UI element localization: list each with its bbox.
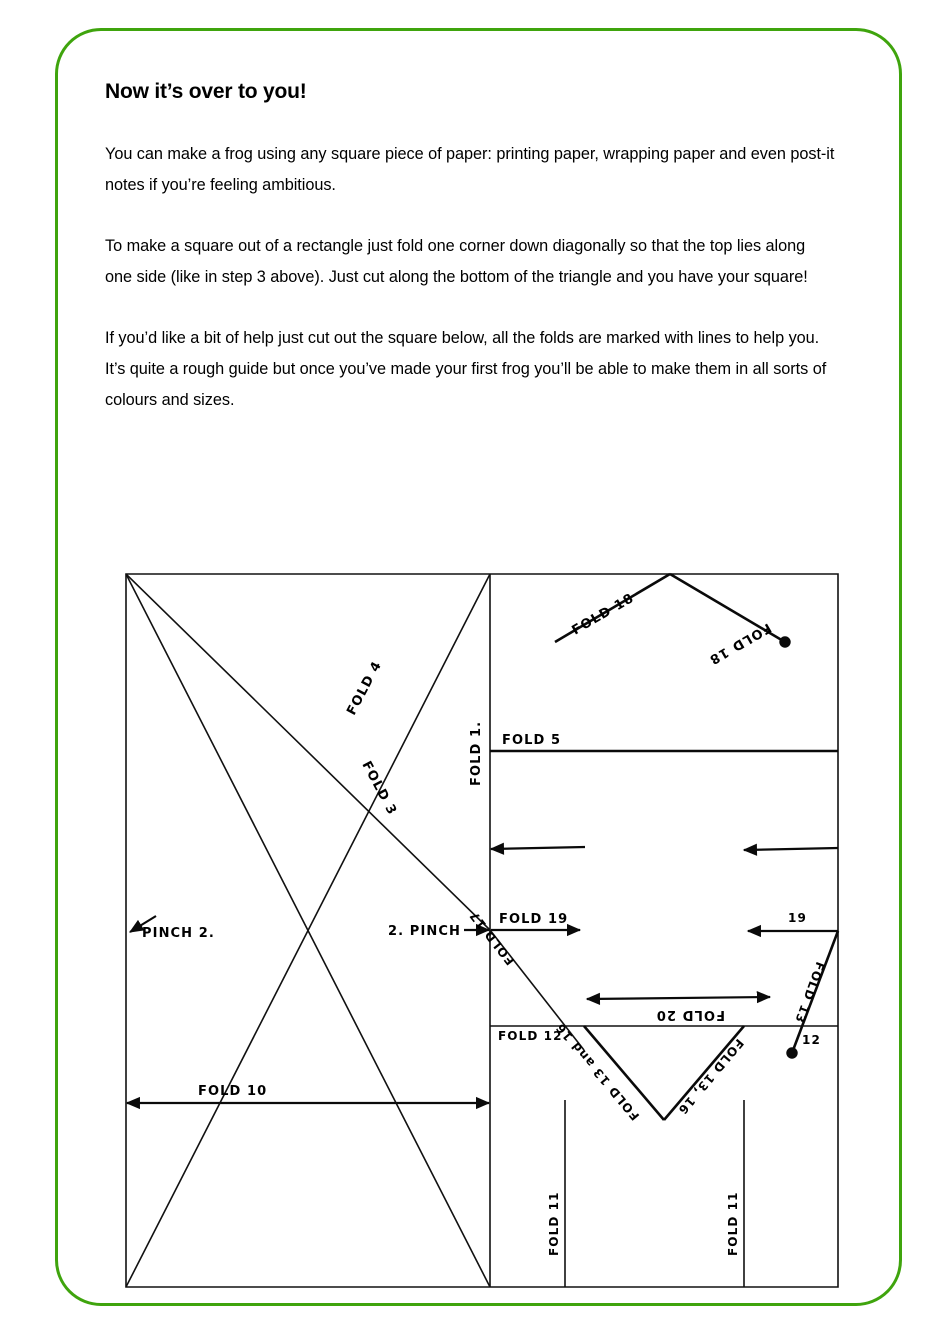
label-fold-11-left: FOLD 11 bbox=[547, 1191, 561, 1256]
paragraph-1: You can make a frog using any square pie… bbox=[105, 145, 835, 195]
label-fold-20: FOLD 20 bbox=[656, 1007, 725, 1022]
label-fold-12: FOLD 12 bbox=[498, 1029, 563, 1043]
label-fold-13-16-right: FOLD 13, 16 bbox=[675, 1036, 746, 1117]
fold-18-peak bbox=[554, 572, 791, 648]
label-fold-13-16-left: FOLD 13 and 16 bbox=[553, 1020, 643, 1123]
fold-stub-right bbox=[742, 843, 839, 856]
label-19-right: 19 bbox=[788, 911, 807, 925]
label-fold-10: FOLD 10 bbox=[198, 1084, 267, 1099]
template-outer-rectangle bbox=[125, 573, 839, 1288]
fold-20-line bbox=[585, 990, 772, 1006]
text-content: Now it’s over to you! You can make a fro… bbox=[105, 78, 835, 416]
fold-3-diagonal bbox=[125, 573, 491, 936]
label-fold-19: FOLD 19 bbox=[499, 912, 568, 927]
fold-13-16-v-shape bbox=[583, 1025, 745, 1121]
label-fold-11-right: FOLD 11 bbox=[726, 1191, 740, 1256]
label-fold-5: FOLD 5 bbox=[502, 733, 561, 748]
label-fold-18-right: FOLD 18 bbox=[706, 620, 774, 668]
fold-17-diagonal bbox=[489, 929, 585, 1051]
label-fold-4: FOLD 4 bbox=[344, 659, 385, 718]
label-fold-1: FOLD 1. bbox=[469, 721, 484, 786]
label-fold-3: FOLD 3 bbox=[358, 759, 399, 818]
paragraph-3: If you’d like a bit of help just cut out… bbox=[105, 329, 827, 410]
paragraph-2: To make a square out of a rectangle just… bbox=[105, 237, 808, 287]
label-pinch-right: 2. PINCH bbox=[388, 924, 461, 939]
label-12-right: 12 bbox=[802, 1033, 821, 1047]
fold-13-right-diagonal bbox=[786, 930, 840, 1059]
fold-stub-left bbox=[489, 842, 586, 855]
fold-template-svg: FOLD 4 FOLD 3 PINCH 2. 2. PINCH FOLD 10 … bbox=[125, 572, 840, 1288]
page-title: Now it’s over to you! bbox=[105, 80, 307, 103]
fold-template-diagram: FOLD 4 FOLD 3 PINCH 2. 2. PINCH FOLD 10 … bbox=[110, 556, 855, 1301]
pinch-left-arrow bbox=[129, 915, 157, 933]
label-pinch-left: PINCH 2. bbox=[142, 926, 215, 941]
fold-4-diagonal bbox=[125, 573, 491, 1288]
page-border-frame bbox=[55, 28, 902, 1306]
label-fold-13-right: FOLD 13 bbox=[792, 960, 827, 1025]
label-fold-18-left: FOLD 18 bbox=[570, 591, 638, 639]
